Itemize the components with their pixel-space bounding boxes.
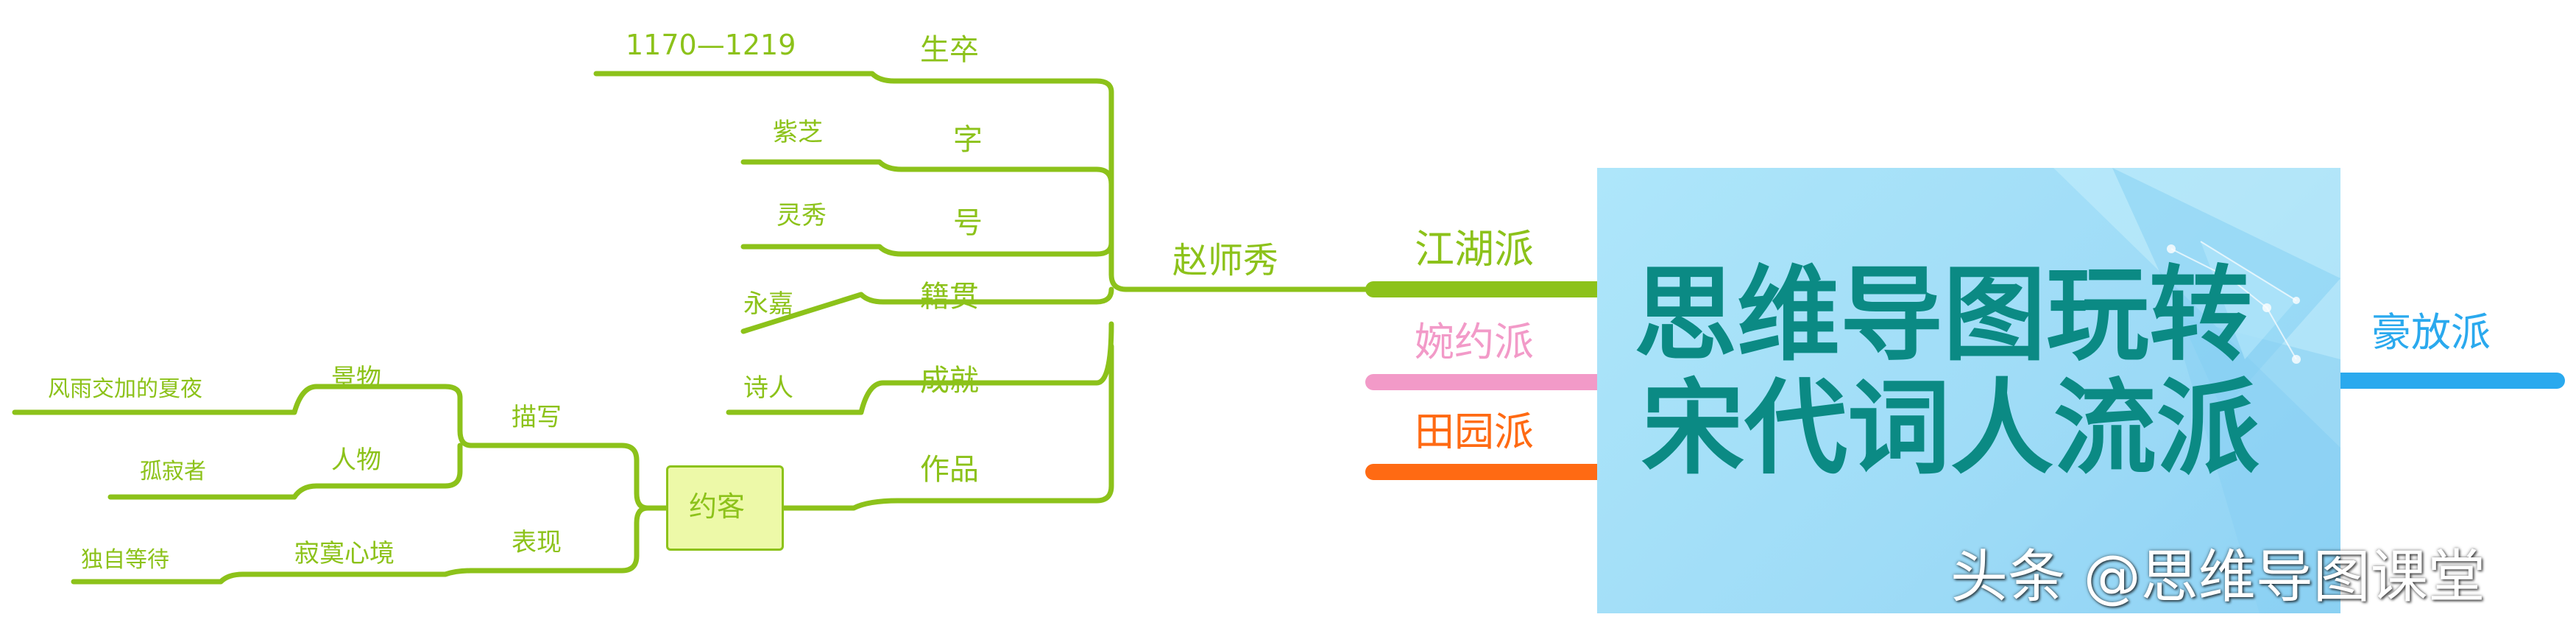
branch-label-tianyuan[interactable]: 田园派	[1415, 409, 1534, 455]
link-val-jiguan	[740, 292, 886, 334]
attr-label-shengzu[interactable]: 生卒	[920, 33, 979, 67]
attr-label-zi[interactable]: 字	[953, 123, 983, 157]
item-label-jingwu[interactable]: 景物	[331, 364, 381, 393]
link-leaf-fengyu	[12, 384, 319, 415]
link-hao	[899, 240, 1114, 257]
center-title: 思维导图玩转 宋代词人流派	[1634, 264, 2296, 480]
link-val-hao	[740, 244, 905, 257]
attr-value-zi: 紫芝	[773, 118, 823, 147]
link-val-zi	[740, 159, 905, 172]
link-jiguan	[880, 286, 1114, 305]
link-renwu	[314, 443, 463, 489]
center-node[interactable]: 思维导图玩转 宋代词人流派	[1597, 168, 2340, 613]
center-decoration	[2053, 168, 2340, 613]
attr-value-hao: 灵秀	[776, 201, 827, 230]
branch-label-jianghu[interactable]: 江湖派	[1415, 226, 1534, 272]
branch-label-wanyue[interactable]: 婉约派	[1415, 319, 1534, 365]
branch-bar-haofang	[2329, 373, 2565, 389]
work-node[interactable]: 约客	[666, 465, 784, 551]
item-value-duzi: 独自等待	[81, 547, 169, 573]
branch-bar-tianyuan	[1365, 464, 1608, 480]
link-leaf-guji	[107, 483, 319, 500]
link-jimo	[240, 568, 474, 577]
branch-bar-jianghu	[1365, 281, 1608, 297]
link-val-chengjiu	[726, 380, 886, 415]
center-title-line1: 思维导图玩转	[1634, 255, 2253, 376]
item-value-guji: 孤寂者	[140, 459, 206, 484]
item-label-renwu[interactable]: 人物	[331, 445, 381, 475]
link-val-shengzu	[593, 71, 897, 84]
work-title: 约客	[689, 490, 746, 523]
link-zuopin-yue	[776, 498, 901, 511]
attr-label-jiguan[interactable]: 籍贯	[920, 280, 979, 314]
link-miaoxie	[468, 443, 669, 511]
center-title-line2: 宋代词人流派	[1641, 368, 2260, 489]
section-label-biaoxian[interactable]: 表现	[512, 528, 562, 557]
item-label-jimo[interactable]: 寂寞心境	[294, 539, 394, 568]
link-chengjiu	[880, 321, 1114, 386]
attr-label-zuopin[interactable]: 作品	[920, 453, 979, 487]
watermark-text: 头条 @思维导图课堂	[1950, 544, 2485, 610]
branch-bar-wanyue	[1365, 374, 1608, 390]
branch-label-haofang[interactable]: 豪放派	[2371, 309, 2491, 356]
link-zi	[899, 166, 1114, 187]
item-value-fengyu: 风雨交加的夏夜	[48, 376, 202, 402]
link-biaoxian	[468, 505, 651, 574]
attr-value-shengzu: 1170—1219	[626, 29, 796, 61]
link-zuopin	[895, 343, 1114, 504]
attr-label-hao[interactable]: 号	[953, 206, 983, 240]
section-label-miaoxie[interactable]: 描写	[512, 403, 562, 432]
attr-value-chengjiu: 诗人	[743, 373, 793, 403]
link-shengzu	[891, 78, 1129, 292]
link-jingwu	[314, 384, 474, 448]
attr-value-jiguan: 永嘉	[743, 289, 793, 319]
poet-name[interactable]: 赵师秀	[1172, 240, 1279, 281]
link-leaf-duzi	[71, 571, 246, 585]
attr-label-chengjiu[interactable]: 成就	[920, 364, 979, 398]
